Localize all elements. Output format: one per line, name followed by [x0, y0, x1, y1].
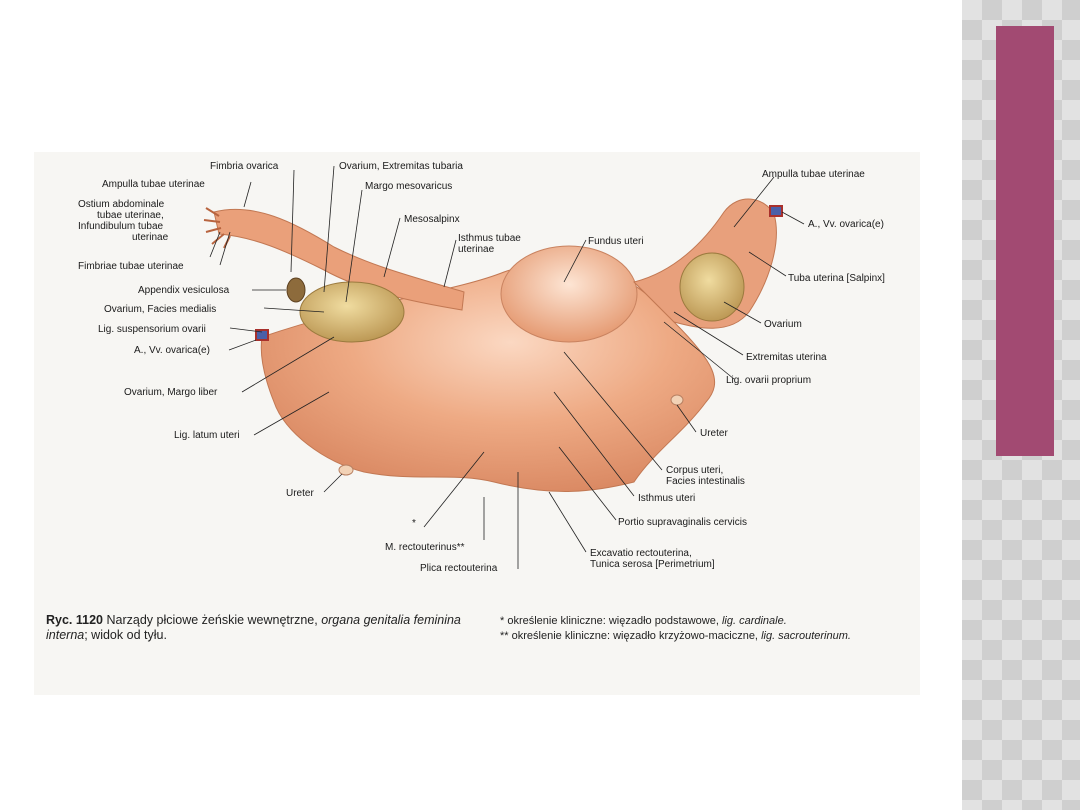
note-1-text: * określenie kliniczne: więzadło podstaw… — [500, 615, 719, 627]
label-ampulla-right: Ampulla tubae uterinae — [762, 169, 865, 180]
fundus-uteri-shape — [500, 245, 638, 343]
label-ostium-4: uterinae — [132, 232, 169, 243]
caption-text-2: ; widok od tyłu. — [84, 628, 167, 642]
label-excavatio-1: Excavatio rectouterina, — [590, 548, 692, 559]
label-ovarium-margo-liber: Ovarium, Margo liber — [124, 387, 218, 398]
caption-latin-2: feminina interna — [46, 613, 461, 642]
label-fundus-uteri: Fundus uteri — [588, 236, 644, 247]
left-tube-shape — [213, 208, 465, 311]
label-lig-suspensorium: Lig. suspensorium ovarii — [98, 324, 206, 335]
leader-lines — [209, 165, 805, 569]
note-2-latin: lig. sacrouterinum. — [761, 630, 851, 642]
anatomy-figure: Fimbria ovarica Ovarium, Extremitas tuba… — [34, 152, 920, 695]
note-2: ** określenie kliniczne: więzadło krzyżo… — [500, 629, 920, 644]
note-1-latin: lig. cardinale. — [721, 615, 787, 627]
label-isthmus-tubae-1: Isthmus tubae — [458, 233, 521, 244]
label-fimbriae: Fimbriae tubae uterinae — [78, 261, 184, 272]
label-a-vv-left: A., Vv. ovarica(e) — [134, 345, 210, 356]
label-fimbria-ovarica: Fimbria ovarica — [210, 161, 279, 172]
label-isthmus-tubae-2: uterinae — [458, 244, 495, 255]
note-1: * określenie kliniczne: więzadło podstaw… — [500, 614, 920, 629]
left-vessels-shape — [255, 329, 269, 341]
right-ureter-shape — [670, 394, 684, 406]
anatomy-illustration: Fimbria ovarica Ovarium, Extremitas tuba… — [78, 161, 885, 574]
note-2-text: ** określenie kliniczne: więzadło krzyżo… — [500, 630, 758, 642]
label-tuba-uterina: Tuba uterina [Salpinx] — [788, 273, 885, 284]
label-lig-ovarii: Lig. ovarii proprium — [726, 375, 811, 386]
label-ovarium-right: Ovarium — [764, 319, 802, 330]
figure-notes: * określenie kliniczne: więzadło podstaw… — [500, 614, 920, 644]
label-margo-mesovaricus: Margo mesovaricus — [365, 181, 452, 192]
right-vessels-shape — [769, 205, 783, 217]
right-ovary-shape — [679, 252, 745, 322]
label-m-rectouterinus: M. rectouterinus** — [385, 542, 465, 553]
left-ureter-shape — [338, 464, 354, 476]
appendix-vesiculosa-shape — [286, 277, 306, 303]
label-ovarium-extremitas-tubaria: Ovarium, Extremitas tubaria — [339, 161, 463, 172]
caption-latin-1: organa genitalia — [321, 613, 411, 627]
label-appendix: Appendix vesiculosa — [138, 285, 230, 296]
label-lig-latum: Lig. latum uteri — [174, 430, 240, 441]
label-mesosalpinx: Mesosalpinx — [404, 214, 460, 225]
label-corpus-1: Corpus uteri, — [666, 465, 723, 476]
label-plica: Plica rectouterina — [420, 563, 498, 574]
accent-bar — [996, 26, 1054, 456]
figure-caption: Ryc. 1120 Narządy płciowe żeńskie wewnęt… — [46, 613, 486, 643]
caption-number: Ryc. 1120 — [46, 613, 103, 627]
label-asterisk: * — [412, 518, 416, 529]
label-ureter-right: Ureter — [700, 428, 728, 439]
label-extremitas-uterina: Extremitas uterina — [746, 352, 827, 363]
caption-text-1: Narządy płciowe żeńskie wewnętrzne, — [106, 613, 318, 627]
label-isthmus-uteri: Isthmus uteri — [638, 493, 695, 504]
label-ostium-2: tubae uterinae, — [97, 210, 164, 221]
label-portio: Portio supravaginalis cervicis — [618, 517, 747, 528]
label-ostium-3: Infundibulum tubae — [78, 221, 164, 232]
label-corpus-2: Facies intestinalis — [666, 476, 745, 487]
left-ovary-shape — [299, 281, 405, 343]
label-a-vv-right: A., Vv. ovarica(e) — [808, 219, 884, 230]
label-ampulla-left: Ampulla tubae uterinae — [102, 179, 205, 190]
label-ostium-1: Ostium abdominale — [78, 199, 165, 210]
label-ureter-left: Ureter — [286, 488, 314, 499]
label-ovarium-facies-medialis: Ovarium, Facies medialis — [104, 304, 216, 315]
label-excavatio-2: Tunica serosa [Perimetrium] — [590, 559, 715, 570]
